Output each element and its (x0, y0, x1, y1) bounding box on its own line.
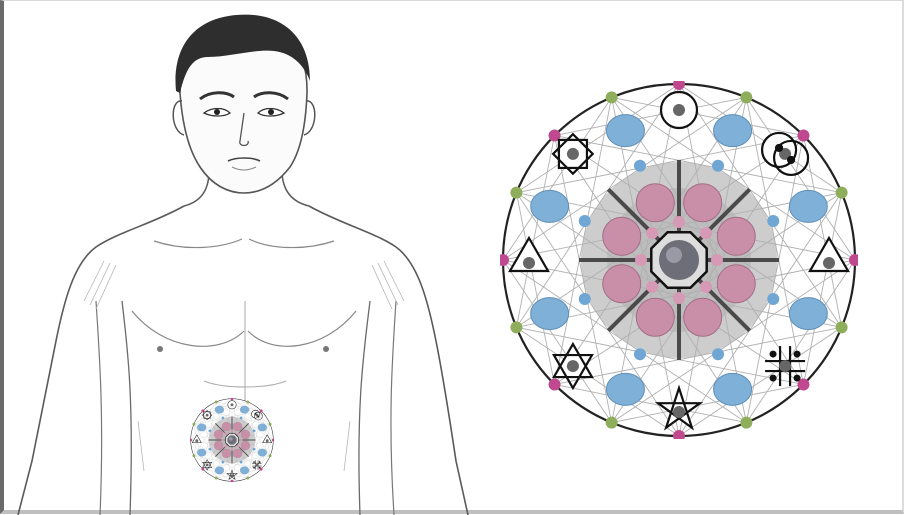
small-pink-stone (700, 281, 712, 293)
small-blue-stone (712, 160, 724, 172)
blue-stone (606, 115, 644, 147)
outer-dot (606, 417, 618, 429)
small-pink-stone (646, 281, 658, 293)
small-blue-stone (767, 215, 779, 227)
outer-dot (740, 91, 752, 103)
pink-stone (636, 298, 674, 336)
small-pink-stone (673, 292, 685, 304)
blue-stone (714, 373, 752, 405)
pink-stone (717, 217, 755, 255)
blue-stone (789, 190, 827, 222)
outer-dot (606, 91, 618, 103)
small-pink-stone (673, 216, 685, 228)
small-blue-stone (579, 293, 591, 305)
small-blue-stone (712, 348, 724, 360)
pink-stone (717, 265, 755, 303)
outer-dot (740, 417, 752, 429)
small-blue-stone (767, 293, 779, 305)
blue-stone (606, 373, 644, 405)
pink-stone (636, 184, 674, 222)
blue-stone (531, 298, 569, 330)
crystal-grid-large (500, 81, 858, 439)
pink-stone (603, 217, 641, 255)
small-pink-stone (711, 254, 723, 266)
small-pink-stone (700, 227, 712, 239)
pink-stone (684, 298, 722, 336)
blue-stone (531, 190, 569, 222)
blue-stone (714, 115, 752, 147)
crystal-grid-small (190, 398, 274, 482)
pink-stone (603, 265, 641, 303)
outer-dot (549, 378, 561, 390)
blue-stone (789, 298, 827, 330)
outer-dot (836, 321, 848, 333)
outer-dot (510, 321, 522, 333)
small-blue-stone (634, 160, 646, 172)
outer-dot (797, 130, 809, 142)
small-blue-stone (634, 348, 646, 360)
small-blue-stone (579, 215, 591, 227)
pink-stone (684, 184, 722, 222)
small-pink-stone (646, 227, 658, 239)
outer-dot (836, 187, 848, 199)
outer-dot (510, 187, 522, 199)
small-pink-stone (635, 254, 647, 266)
